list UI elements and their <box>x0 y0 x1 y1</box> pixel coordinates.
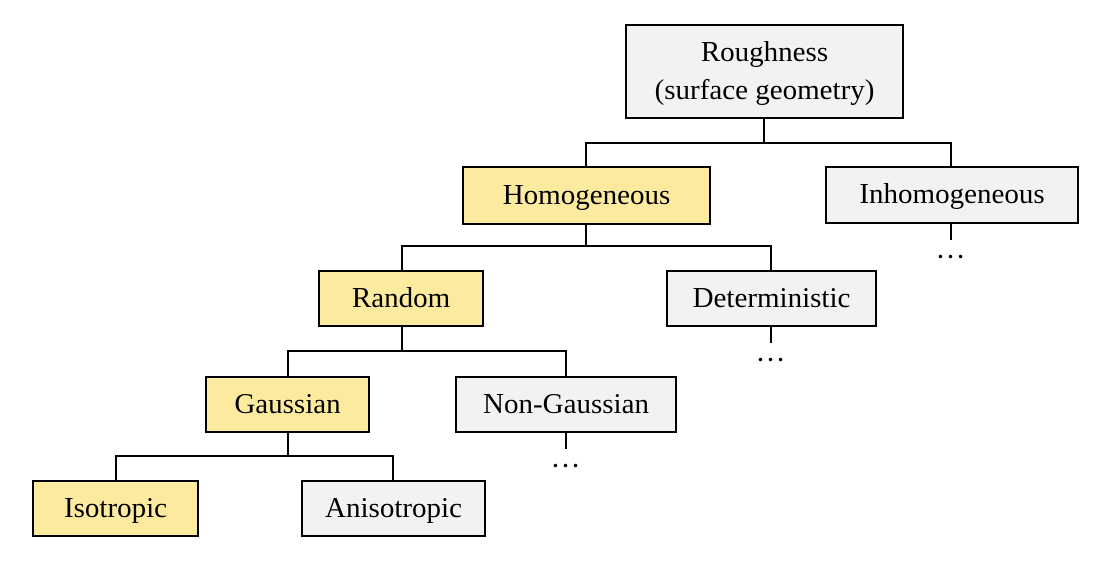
node-homogeneous: Homogeneous <box>462 166 711 225</box>
node-roughness: Roughness (surface geometry) <box>625 24 904 119</box>
node-roughness-subtitle: (surface geometry) <box>654 73 875 106</box>
connector-root-branch <box>585 142 952 166</box>
node-inhomogeneous-label: Inhomogeneous <box>859 178 1045 211</box>
node-anisotropic: Anisotropic <box>301 480 486 537</box>
node-isotropic-label: Isotropic <box>63 491 168 524</box>
node-random-label: Random <box>351 281 451 314</box>
inhomogeneous-ellipsis: … <box>935 232 967 265</box>
node-deterministic: Deterministic <box>666 270 877 327</box>
connector-random-branch <box>287 350 567 376</box>
node-gaussian-label: Gaussian <box>234 387 341 420</box>
node-random: Random <box>318 270 484 327</box>
connector-homogeneous-branch <box>401 245 772 270</box>
connector-gaussian-branch <box>115 455 394 480</box>
node-anisotropic-label: Anisotropic <box>325 491 462 524</box>
node-inhomogeneous: Inhomogeneous <box>825 166 1079 224</box>
node-homogeneous-label: Homogeneous <box>502 178 671 211</box>
node-deterministic-label: Deterministic <box>692 281 851 314</box>
node-roughness-title: Roughness <box>700 36 829 69</box>
non-gaussian-ellipsis: … <box>550 441 582 474</box>
node-isotropic: Isotropic <box>32 480 199 537</box>
deterministic-ellipsis: … <box>755 335 787 368</box>
node-non-gaussian: Non-Gaussian <box>455 376 677 433</box>
node-gaussian: Gaussian <box>205 376 370 433</box>
node-non-gaussian-label: Non-Gaussian <box>483 387 649 420</box>
